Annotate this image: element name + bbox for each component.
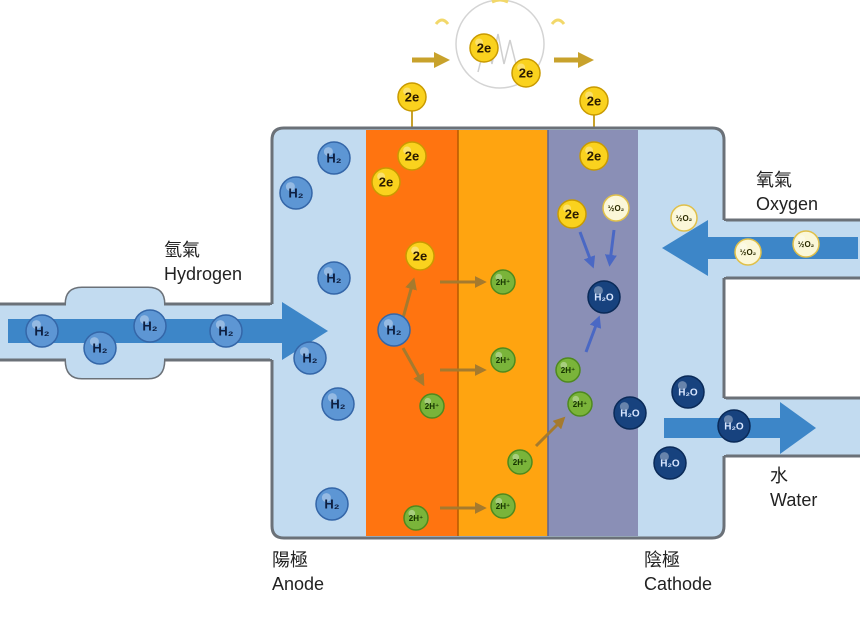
hydrogen-ion-label: 2H⁺ (496, 502, 510, 511)
water-molecule-label: H₂O (660, 459, 680, 470)
hydrogen-molecule: H₂ (133, 309, 167, 343)
water-label-cn: 水 (770, 466, 788, 486)
electron: 2e (371, 167, 401, 197)
hydrogen-ion: 2H⁺ (567, 391, 593, 417)
water-molecule-label: H₂O (594, 293, 614, 304)
electron: 2e (511, 58, 541, 88)
electron: 2e (557, 199, 587, 229)
electron-label: 2e (413, 249, 427, 264)
electron-label: 2e (587, 149, 601, 164)
hydrogen-molecule-label: H₂ (218, 324, 233, 339)
ion-migration-arrows (401, 276, 566, 514)
electron-label: 2e (379, 175, 393, 190)
hydrogen-molecule-label: H₂ (288, 186, 303, 201)
electron-label: 2e (519, 66, 533, 81)
hydrogen-molecule-label: H₂ (326, 151, 341, 166)
hydrogen-molecule: H₂ (321, 387, 355, 421)
oxygen-label-cn: 氧氣 (756, 170, 792, 190)
hydrogen-molecule-label: H₂ (324, 497, 339, 512)
hydrogen-ion: 2H⁺ (490, 347, 516, 373)
hydrogen-label-cn: 氫氣 (164, 240, 200, 260)
hydrogen-molecule-label: H₂ (142, 319, 157, 334)
hydrogen-molecule-label: H₂ (92, 341, 107, 356)
hydrogen-molecule-label: H₂ (326, 271, 341, 286)
hydrogen-label-en: Hydrogen (164, 264, 243, 284)
water-molecule: H₂O (671, 375, 705, 409)
oxygen-molecule: ½O₂ (734, 238, 762, 266)
hydrogen-molecule: H₂ (279, 176, 313, 210)
hydrogen-molecule: H₂ (317, 261, 351, 295)
oxygen-molecule: ½O₂ (670, 204, 698, 232)
hydrogen-ion-label: 2H⁺ (561, 366, 575, 375)
anode-label-cn: 陽極 (272, 550, 308, 570)
electron-label: 2e (587, 94, 601, 109)
electron: 2e (405, 241, 435, 271)
hydrogen-ion: 2H⁺ (555, 357, 581, 383)
oxygen-molecule-label: ½O₂ (676, 214, 693, 223)
electron-label: 2e (405, 149, 419, 164)
hydrogen-molecule: H₂ (377, 313, 411, 347)
cathode-label-cn: 陰極 (644, 550, 680, 570)
water-molecule-label: H₂O (724, 422, 744, 433)
oxygen-label-en: Oxygen (756, 194, 819, 214)
water-molecule: H₂O (717, 409, 751, 443)
hydrogen-molecule: H₂ (317, 141, 351, 175)
electron-label: 2e (477, 41, 491, 56)
water-label-en: Water (770, 490, 818, 510)
oxygen-molecule-label: ½O₂ (798, 240, 815, 249)
electron: 2e (397, 82, 427, 112)
oxygen-molecule: ½O₂ (602, 194, 630, 222)
hydrogen-molecule: H₂ (209, 314, 243, 348)
hydrogen-ion: 2H⁺ (507, 449, 533, 475)
hydrogen-ion-label: 2H⁺ (513, 458, 527, 467)
electron: 2e (469, 33, 499, 63)
hydrogen-ion: 2H⁺ (419, 393, 445, 419)
water-molecule-label: H₂O (678, 388, 698, 399)
hydrogen-ion: 2H⁺ (490, 493, 516, 519)
electron-label: 2e (405, 90, 419, 105)
water-molecule: H₂O (587, 280, 621, 314)
hydrogen-ion-label: 2H⁺ (573, 400, 587, 409)
electron: 2e (579, 86, 609, 116)
water-molecule: H₂O (653, 446, 687, 480)
oxygen-molecule-label: ½O₂ (608, 204, 625, 213)
water-molecule-label: H₂O (620, 409, 640, 420)
hydrogen-molecule: H₂ (25, 314, 59, 348)
hydrogen-ion: 2H⁺ (403, 505, 429, 531)
hydrogen-molecule-label: H₂ (34, 324, 49, 339)
hydrogen-molecule: H₂ (83, 331, 117, 365)
anode-label-en: Anode (272, 574, 325, 594)
hydrogen-ion-label: 2H⁺ (496, 278, 510, 287)
light-bulb-icon (434, 0, 566, 89)
oxygen-molecule: ½O₂ (792, 230, 820, 258)
water-molecule: H₂O (613, 396, 647, 430)
hydrogen-molecule-label: H₂ (386, 323, 401, 338)
hydrogen-ion: 2H⁺ (490, 269, 516, 295)
electron: 2e (397, 141, 427, 171)
oxygen-molecule-label: ½O₂ (740, 248, 757, 257)
cathode-label-en: Cathode (644, 574, 713, 594)
hydrogen-molecule-label: H₂ (302, 351, 317, 366)
hydrogen-ion-label: 2H⁺ (425, 402, 439, 411)
hydrogen-molecule-label: H₂ (330, 397, 345, 412)
hydrogen-ion-label: 2H⁺ (496, 356, 510, 365)
cathode-reaction-arrows (578, 229, 617, 353)
hydrogen-ion-label: 2H⁺ (409, 514, 423, 523)
hydrogen-molecule: H₂ (315, 487, 349, 521)
electron-label: 2e (565, 207, 579, 222)
hydrogen-molecule: H₂ (293, 341, 327, 375)
electron: 2e (579, 141, 609, 171)
